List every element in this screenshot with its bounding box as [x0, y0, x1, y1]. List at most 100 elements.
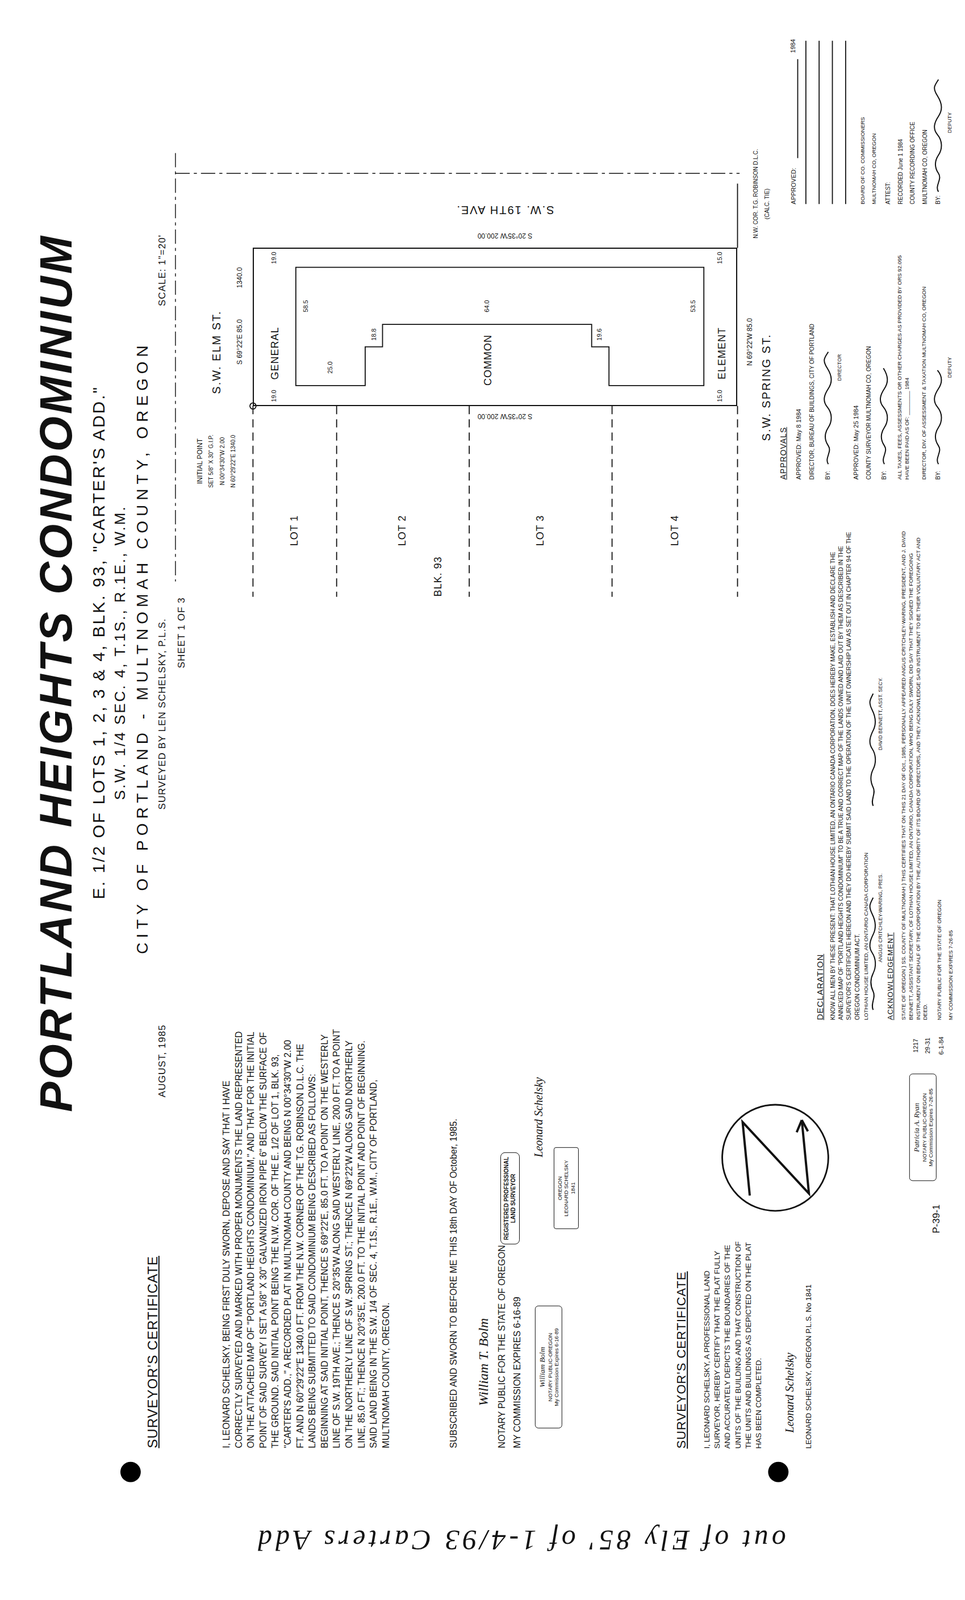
street-name: S.W. SPRING ST. — [759, 333, 774, 442]
north-arrow-head — [796, 1120, 809, 1133]
dimension-label: 19.0 — [270, 251, 279, 266]
certificate-text: I, LEONARD SCHELSKY, A PROFESSIONAL LAND… — [702, 1234, 765, 1449]
certificate-heading: SURVEYOR'S CERTIFICATE — [673, 1234, 691, 1449]
surveyor-credit: SURVEYED BY LEN SCHELSKY, P.L.S. — [156, 618, 168, 810]
signature-scribble — [880, 368, 888, 465]
lot-line — [468, 406, 470, 597]
north-arrow — [722, 1104, 829, 1211]
parcel-boundary: GENERALCOMMONELEMENT — [252, 247, 738, 406]
certificate-heading: SURVEYOR'S CERTIFICATE — [143, 1024, 162, 1448]
acknowledgement-text: STATE OF OREGON ) SS. COUNTY OF MULTNOMA… — [900, 530, 930, 1021]
approval-text: COUNTY RECORDING OFFICE — [909, 30, 918, 204]
sheet-number: SHEET 1 OF 3 — [175, 596, 187, 668]
bearing-label: S 20°35'W 200.00 — [476, 412, 534, 421]
survey-date: AUGUST, 1985 — [156, 1024, 168, 1098]
approval-text: COUNTY SURVEYOR MULTNOMAH CO, OREGON — [865, 244, 873, 480]
date-line — [797, 59, 799, 158]
punch-hole — [767, 1461, 789, 1483]
plat-linework — [175, 40, 942, 1211]
seal-text: LEONARD SCHELSKY — [562, 1150, 570, 1226]
seal-text: My Commission Expires 7-26-85 — [927, 1076, 934, 1178]
approval-text: BY: — [934, 30, 943, 204]
approval-text: BY: — [934, 244, 943, 480]
certificate-text: I, LEONARD SCHELSKY, BEING FIRST DULY SW… — [220, 1024, 392, 1448]
dimension-label: 15.0 — [716, 251, 724, 266]
signature: Leonard Schelsky — [531, 1076, 546, 1157]
approval-text: MULTNOMAH CO, OREGON — [921, 30, 930, 204]
tie-note: N.W. COR. T.G. ROBINSON D.L.C. — [752, 148, 760, 239]
acknowledgement-heading: ACKNOWLEDGEMENT — [885, 530, 896, 1021]
signature-scribble — [934, 79, 942, 192]
surveyor-seal: OREGONLEONARD SCHELSKY1841 — [553, 1147, 579, 1230]
lot-label: LOT 4 — [669, 514, 682, 548]
dimension-label: 15.0 — [716, 388, 724, 403]
lot-line — [336, 406, 338, 597]
record-note: 1217 — [912, 1038, 920, 1053]
bearing-label: N 69°22'W 85.0 — [745, 316, 754, 367]
street-name: S.W. 19TH AVE. — [455, 203, 554, 217]
dimension-label: 25.0 — [326, 360, 334, 375]
seal-text: Patricia A. Ryan — [912, 1076, 922, 1178]
block-label: BLK. 93 — [432, 556, 445, 597]
seal-text: REGISTERED PROFESSIONAL LAND SURVEYOR — [503, 1155, 517, 1242]
approval-text: BY: — [824, 244, 833, 480]
notary-text: NOTARY PUBLIC FOR THE STATE OF OREGON — [936, 530, 944, 1021]
seal-text: William Bolm — [537, 1309, 547, 1426]
approval-text: RECORDED June 1 1984 — [896, 30, 905, 204]
plat-title: PORTLAND HEIGHTS CONDOMINIUM — [28, 234, 84, 1113]
signature-line — [818, 40, 820, 204]
approval-text: BOARD OF CO. COMMISSIONERS — [859, 30, 867, 204]
notary-text: MY COMMISSION EXPIRES 7-26-85 — [946, 530, 955, 1021]
dimension-label: 53.5 — [690, 298, 698, 313]
tie-line — [737, 183, 739, 248]
declaration-heading: DECLARATION — [814, 530, 826, 1021]
element-label: COMMON — [482, 334, 496, 386]
subtitle: S.W. 1/4 SEC. 4, T.1S., R.1E., W.M. — [111, 505, 129, 801]
signature-scribble — [824, 352, 831, 465]
signature: William T. Bolm — [475, 1317, 492, 1406]
approval-text: APPROVED: May 25 1984 — [851, 244, 860, 480]
approval-text: DIRECTOR, DIV. OF ASSESSMENT & TAXATION … — [920, 244, 929, 480]
approval-text: ALL TAXES, FEES, ASSESSMENTS OR OTHER CH… — [896, 244, 912, 480]
approval-text: DIRECTOR, BUREAU OF BUILDINGS, CITY OF P… — [808, 244, 817, 480]
punch-hole — [120, 1461, 141, 1483]
approval-text: 1984 — [790, 39, 798, 53]
tie-note: (CALC. TIE) — [763, 188, 771, 220]
street-centerline — [175, 173, 740, 174]
dimension-label: 58.5 — [302, 298, 310, 313]
dimension-label: 19.0 — [270, 388, 279, 403]
seal-text: My Commission Expires 6-16-89 — [553, 1309, 560, 1426]
seal-text: 1841 — [569, 1150, 576, 1226]
element-label: GENERAL — [269, 326, 282, 380]
notary-text: MY COMMISSION EXPIRES 6-16-89 — [511, 1024, 524, 1448]
lot-line — [252, 406, 254, 597]
record-note: 29-31 — [924, 1037, 933, 1054]
approvals-heading: APPROVALS — [778, 244, 789, 480]
dimension-label: 64.0 — [483, 298, 492, 313]
approval-text: BY: — [880, 244, 889, 480]
approval-text: APPROVED: May 8 1984 — [794, 244, 804, 480]
seal-text: NOTARY PUBLIC-OREGON — [921, 1076, 928, 1178]
lot-line — [611, 406, 613, 597]
signature-scribble — [934, 370, 942, 465]
lot-line — [737, 406, 739, 597]
approval-text: APPROVED: — [789, 30, 799, 204]
approval-text: DIRECTOR — [836, 353, 843, 381]
distance-label: 1340.0 — [235, 265, 244, 290]
lot-label: LOT 2 — [397, 514, 410, 548]
north-arrow-circle — [722, 1104, 829, 1211]
dimension-label: 18.8 — [370, 327, 379, 342]
signature-scribble — [870, 693, 876, 806]
certificate-text: SUBSCRIBED AND SWORN TO BEFORE ME THIS 1… — [447, 1024, 461, 1448]
tie-bearing: N 60°29'22"E 1340.0 — [230, 434, 237, 488]
seal-text: OREGON — [556, 1150, 563, 1226]
initial-point-label: INITIAL POINT — [195, 438, 204, 484]
signer-name: DAVID BENNETT, ASST. SECY. — [877, 677, 884, 751]
approval-lines — [797, 40, 846, 204]
notary-text: NOTARY PUBLIC FOR THE STATE OF OREGON — [495, 1024, 509, 1448]
record-note: 6-1-84 — [937, 1036, 946, 1055]
notary-seal: Patricia A. RyanNOTARY PUBLIC-OREGONMy C… — [909, 1073, 937, 1181]
notary-seal: William BolmNOTARY PUBLIC-OREGONMy Commi… — [535, 1305, 563, 1429]
signer-name: ANGUS CRITCHLEY-WARING, PRES. — [877, 873, 884, 963]
